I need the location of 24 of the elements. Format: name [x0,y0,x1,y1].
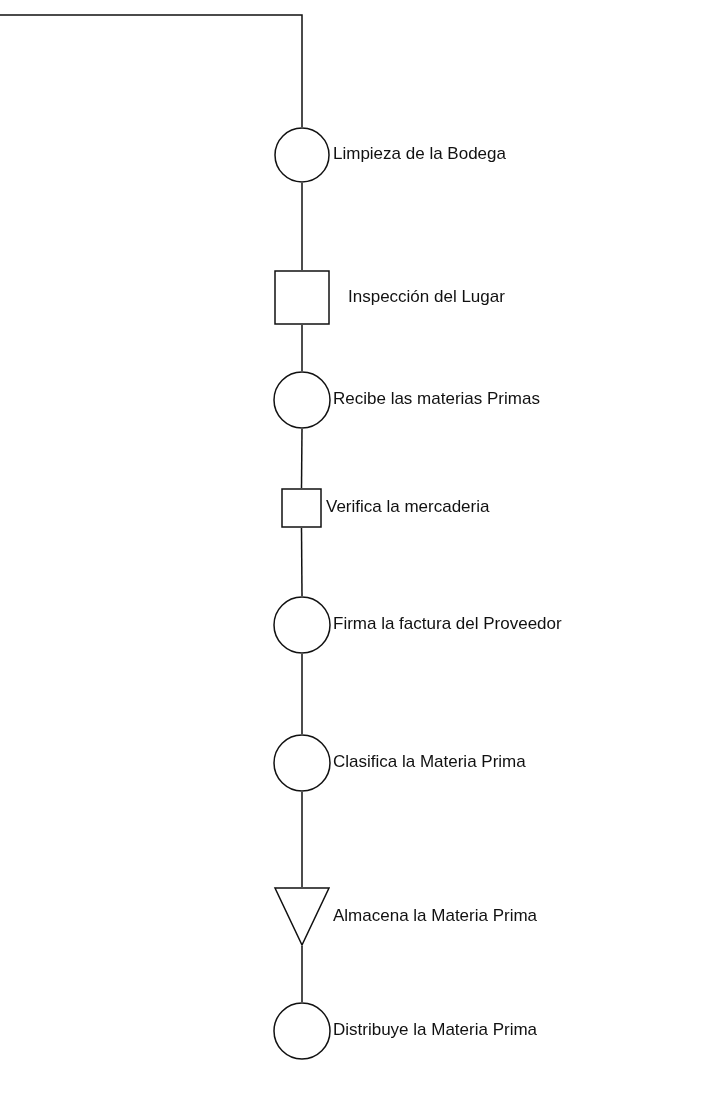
connector-line [301,324,303,372]
operation-circle [273,596,331,654]
step-label: Clasifica la Materia Prima [333,752,526,772]
inspection-square [281,488,322,528]
connector-line [301,182,303,271]
operation-circle [273,734,331,792]
storage-triangle [274,887,330,946]
operation-circle [274,127,330,183]
step-label: Firma la factura del Proveedor [333,614,562,634]
connector-line [301,653,303,735]
connector-line [301,945,303,1003]
operation-circle [273,371,331,429]
connector-line [0,14,303,128]
step-label: Almacena la Materia Prima [333,905,538,926]
connector-line [301,791,303,888]
step-label: Recibe las materias Primas [333,389,540,409]
step-label: Inspección del Lugar [348,286,505,307]
operation-circle [273,1002,331,1060]
connector-line [300,527,303,597]
inspection-square [274,270,330,325]
connector-line [300,428,303,489]
step-label: Limpieza de la Bodega [333,144,506,164]
step-label: Distribuye la Materia Prima [333,1020,538,1040]
step-label: Verifica la mercaderia [326,497,490,517]
